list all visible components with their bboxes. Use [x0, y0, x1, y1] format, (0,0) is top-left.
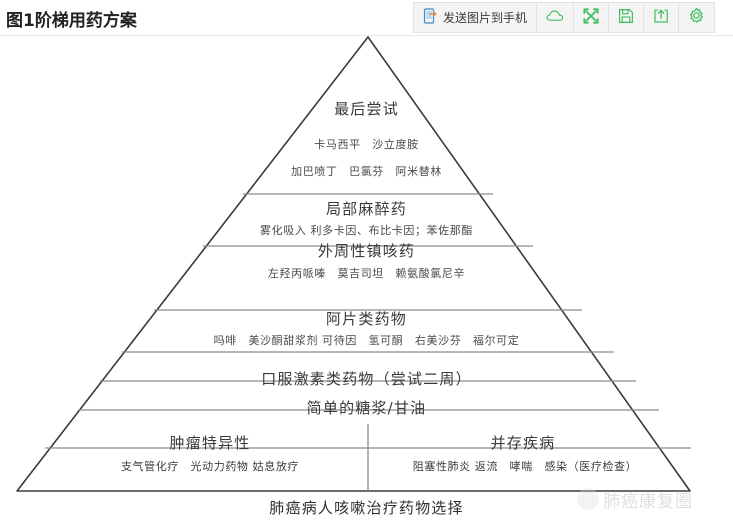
- fullscreen-button[interactable]: [574, 3, 609, 32]
- cloud-icon: [546, 8, 564, 27]
- send-to-phone-label: 发送图片到手机: [442, 11, 527, 25]
- header-bar: 图1阶梯用药方案 发送图片到手机: [0, 0, 733, 36]
- save-icon: [618, 8, 634, 28]
- fullscreen-icon: [583, 7, 599, 28]
- page-title: 图1阶梯用药方案: [6, 11, 137, 31]
- share-button[interactable]: [644, 3, 679, 32]
- diagram-caption: 肺癌病人咳嗽治疗药物选择: [269, 499, 464, 517]
- save-button[interactable]: [609, 3, 644, 32]
- gear-icon: [688, 7, 705, 28]
- toolbar: 发送图片到手机: [412, 2, 715, 33]
- send-to-phone-icon: [423, 7, 438, 28]
- cloud-button[interactable]: [537, 3, 574, 32]
- pyramid-diagram: 最后尝试 卡马西平 沙立度胺 加巴喷丁 巴氯芬 阿米替林 局部麻醉药 雾化吸入 …: [0, 36, 733, 520]
- share-icon: [653, 8, 669, 28]
- pyramid-outline: [16, 36, 691, 492]
- send-to-phone-button[interactable]: 发送图片到手机: [413, 3, 537, 32]
- settings-button[interactable]: [679, 3, 714, 32]
